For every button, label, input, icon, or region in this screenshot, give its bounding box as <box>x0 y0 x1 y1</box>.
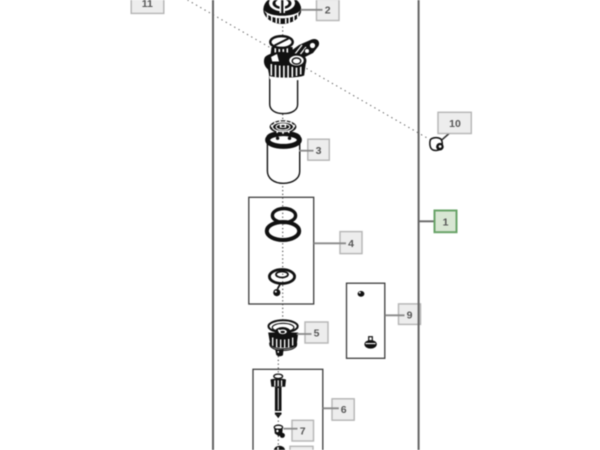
svg-text:1: 1 <box>443 216 449 228</box>
svg-text:9: 9 <box>407 310 413 322</box>
svg-text:5: 5 <box>314 328 320 340</box>
svg-text:7: 7 <box>300 425 306 437</box>
svg-text:4: 4 <box>348 238 354 250</box>
svg-text:11: 11 <box>142 0 153 10</box>
svg-text:10: 10 <box>449 118 461 130</box>
svg-text:2: 2 <box>325 5 331 17</box>
svg-text:3: 3 <box>316 145 322 157</box>
svg-text:6: 6 <box>341 404 347 416</box>
